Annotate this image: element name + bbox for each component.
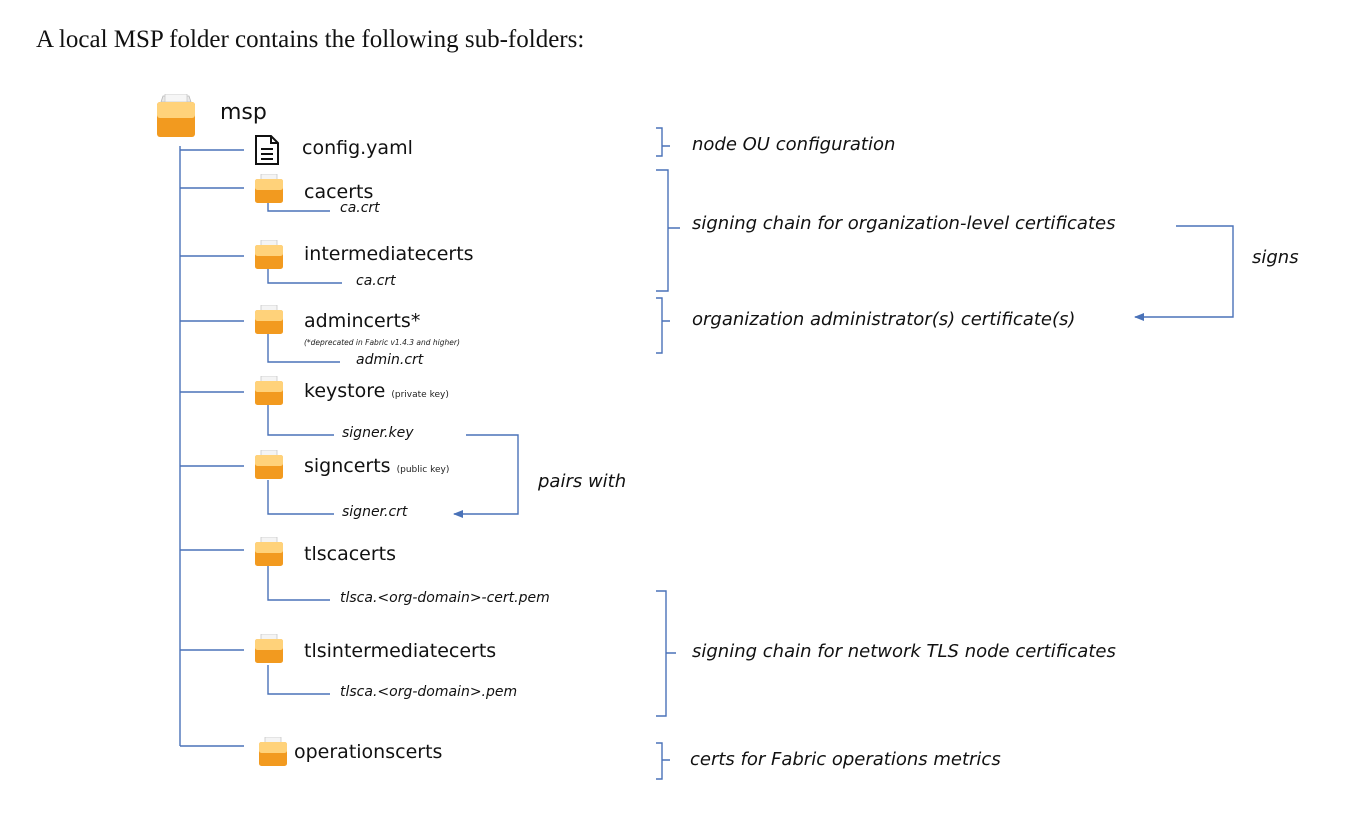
signcerts-file: signer.crt: [342, 504, 408, 520]
bracket-signing-org: [656, 169, 680, 292]
operationscerts-name: operationscerts: [294, 741, 443, 763]
pairs-with-arrow: [453, 434, 519, 518]
folder-icon: [255, 305, 283, 334]
bracket-operations: [656, 742, 670, 780]
folder-icon: [255, 376, 283, 405]
admincerts-file: admin.crt: [356, 352, 424, 368]
bracket-admin: [656, 297, 670, 354]
annotation-signing-tls: signing chain for network TLS node certi…: [692, 641, 1116, 662]
file-link-tlscacerts: [267, 566, 330, 601]
annotation-admin: organization administrator(s) certificat…: [692, 309, 1076, 330]
keystore-name: keystore: [304, 380, 386, 402]
signcerts-suffix: (public key): [396, 465, 450, 475]
annotation-operations: certs for Fabric operations metrics: [690, 749, 1001, 770]
bracket-signing-tls: [656, 590, 676, 717]
folder-icon: [255, 450, 283, 479]
tlscacerts-file: tlsca.<org-domain>-cert.pem: [340, 590, 550, 606]
intro-text: A local MSP folder contains the followin…: [36, 26, 585, 53]
keystore-file: signer.key: [342, 425, 414, 441]
tlsintermediatecerts-name: tlsintermediatecerts: [304, 640, 497, 662]
file-link-cacerts: [267, 201, 330, 212]
root-folder-name: msp: [220, 100, 267, 125]
folder-icon: [255, 240, 283, 269]
keystore-label: keystore (private key): [304, 380, 449, 402]
tlsintermediatecerts-file: tlsca.<org-domain>.pem: [340, 684, 518, 700]
file-link-tlsintermediatecerts: [267, 665, 330, 695]
tlscacerts-name: tlscacerts: [304, 543, 397, 565]
annotation-node-ou: node OU configuration: [692, 134, 896, 155]
cacerts-file: ca.crt: [340, 200, 380, 216]
signcerts-name: signcerts: [304, 455, 391, 477]
config-yaml-name: config.yaml: [302, 137, 413, 159]
keystore-suffix: (private key): [391, 390, 449, 400]
folder-icon: [259, 737, 287, 766]
signs-arrow: [1134, 225, 1234, 321]
intermediatecerts-name: intermediatecerts: [304, 243, 474, 265]
admincerts-deprecation-note: (*deprecated in Fabric v1.4.3 and higher…: [304, 338, 460, 347]
folder-icon: [255, 634, 283, 663]
annotation-pairs-with: pairs with: [538, 471, 627, 492]
document-icon: [255, 135, 279, 165]
bracket-node-ou: [656, 127, 670, 157]
file-link-keystore: [267, 404, 334, 436]
root-folder-icon: [157, 94, 195, 137]
annotation-signing-org: signing chain for organization-level cer…: [692, 213, 1116, 234]
folder-icon: [255, 537, 283, 566]
cacerts-name: cacerts: [304, 181, 374, 203]
file-link-signcerts: [267, 480, 334, 515]
folder-icon: [255, 174, 283, 203]
file-link-intermediatecerts: [267, 268, 342, 284]
file-link-admincerts: [267, 333, 340, 363]
admincerts-name: admincerts*: [304, 310, 421, 332]
annotation-signs: signs: [1252, 247, 1299, 268]
signcerts-label: signcerts (public key): [304, 455, 449, 477]
intermediatecerts-file: ca.crt: [356, 273, 396, 289]
